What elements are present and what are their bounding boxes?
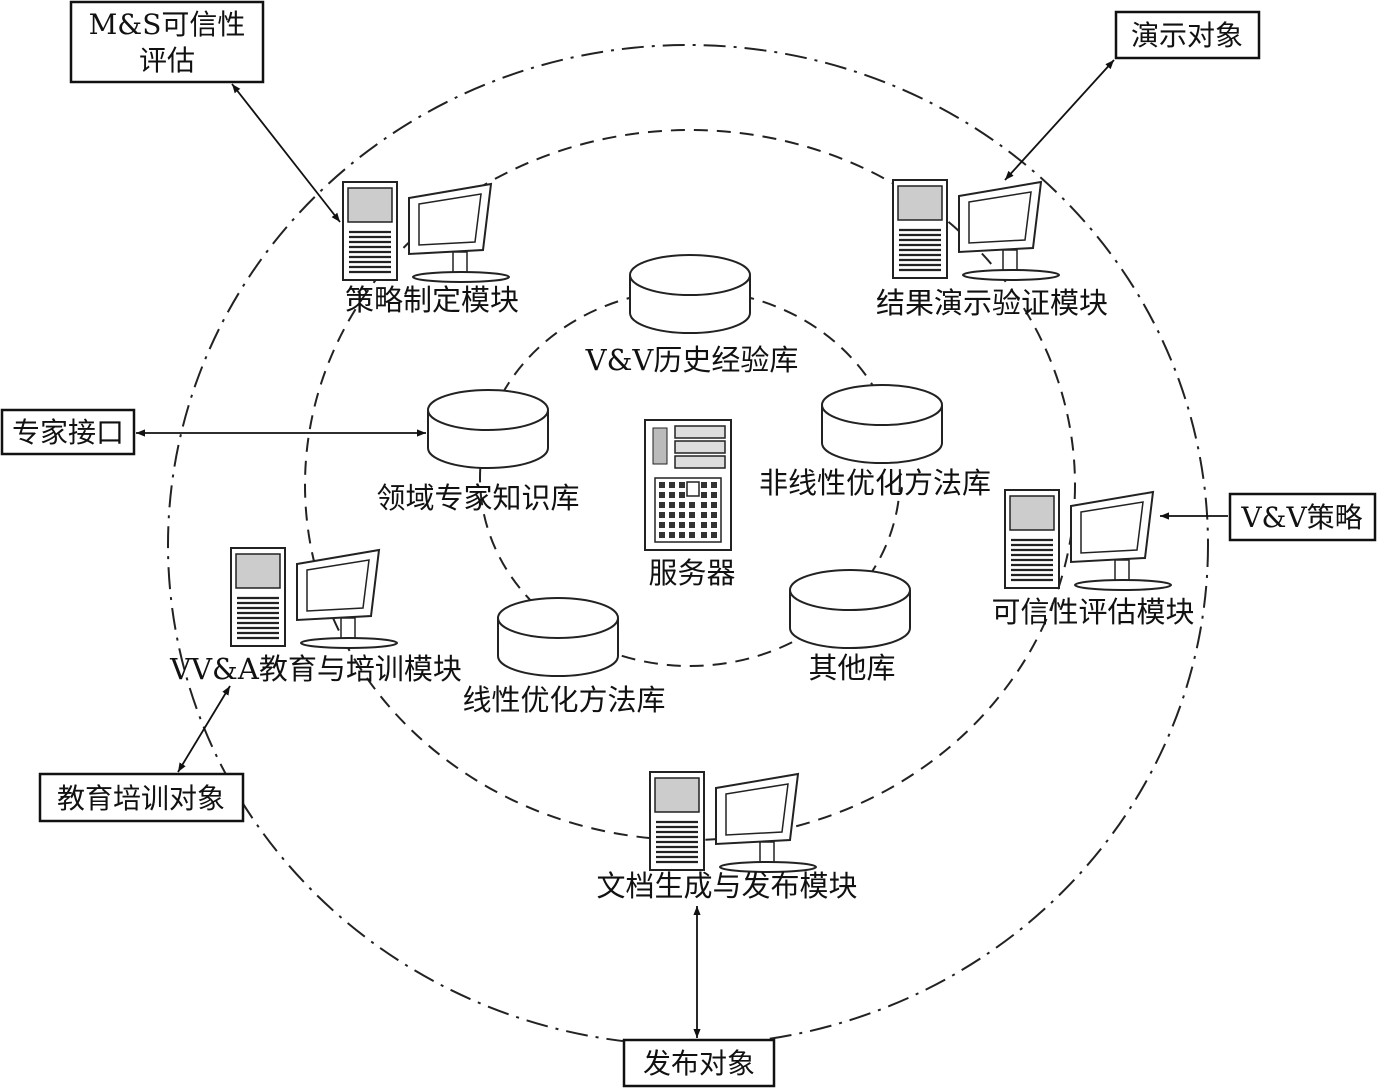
box-label: M&S可信性 <box>89 8 246 41</box>
workstation-icon <box>230 547 398 649</box>
external-education-object: 教育培训对象 <box>38 772 245 823</box>
database-label: 线性优化方法库 <box>462 683 665 717</box>
arrow-demo-result <box>1004 59 1115 181</box>
module-document: 文档生成与发布模块 <box>596 771 858 903</box>
external-demo-object: 演示对象 <box>1114 10 1261 60</box>
module-credibility: 可信性评估模块 <box>991 489 1195 629</box>
database-linear: 线性优化方法库 <box>462 597 666 717</box>
external-publish-object: 发布对象 <box>622 1038 776 1088</box>
database-expert-knowledge: 领域专家知识库 <box>376 389 580 515</box>
external-expert-interface: 专家接口 <box>0 408 136 456</box>
box-label: 发布对象 <box>643 1047 755 1080</box>
arrow-education <box>177 685 231 773</box>
module-label: 策略制定模块 <box>345 283 519 317</box>
arrow-ms-strategy <box>231 83 341 223</box>
workstation-icon <box>892 179 1060 281</box>
database-cylinder-icon <box>629 254 751 334</box>
box-label: 评估 <box>139 44 195 77</box>
external-vv-strategy: V&V策略 <box>1228 492 1377 542</box>
server-label: 服务器 <box>648 556 735 590</box>
database-cylinder-icon <box>789 569 911 649</box>
server-tower-icon <box>644 419 732 551</box>
inner-ring <box>479 289 901 667</box>
module-label: 结果演示验证模块 <box>876 286 1108 320</box>
database-label: 其他库 <box>808 651 895 685</box>
database-label: 非线性优化方法库 <box>759 466 991 500</box>
module-strategy: 策略制定模块 <box>342 181 519 317</box>
module-education: VV&A教育与培训模块 <box>169 547 462 686</box>
workstation-icon <box>1004 489 1172 591</box>
module-label: VV&A教育与培训模块 <box>169 652 462 686</box>
database-cylinder-icon <box>821 384 943 464</box>
database-cylinder-icon <box>427 389 549 469</box>
box-label: 演示对象 <box>1131 19 1243 52</box>
database-nonlinear: 非线性优化方法库 <box>759 384 991 500</box>
external-ms-credibility: M&S可信性 评估 <box>69 0 265 84</box>
module-label: 文档生成与发布模块 <box>596 869 857 903</box>
module-label: 可信性评估模块 <box>991 595 1194 629</box>
outer-ring <box>167 44 1209 1046</box>
box-label: 专家接口 <box>12 416 124 449</box>
database-cylinder-icon <box>497 597 619 677</box>
database-label: 领域专家知识库 <box>376 481 579 515</box>
workstation-icon <box>649 771 817 873</box>
workstation-icon <box>342 181 510 283</box>
box-label: V&V策略 <box>1240 501 1362 534</box>
database-history: V&V历史经验库 <box>585 254 799 377</box>
database-other: 其他库 <box>789 569 911 685</box>
server-node: 服务器 <box>644 419 736 590</box>
module-result-demo: 结果演示验证模块 <box>876 179 1108 320</box>
database-label: V&V历史经验库 <box>585 343 799 377</box>
box-label: 教育培训对象 <box>57 782 225 815</box>
